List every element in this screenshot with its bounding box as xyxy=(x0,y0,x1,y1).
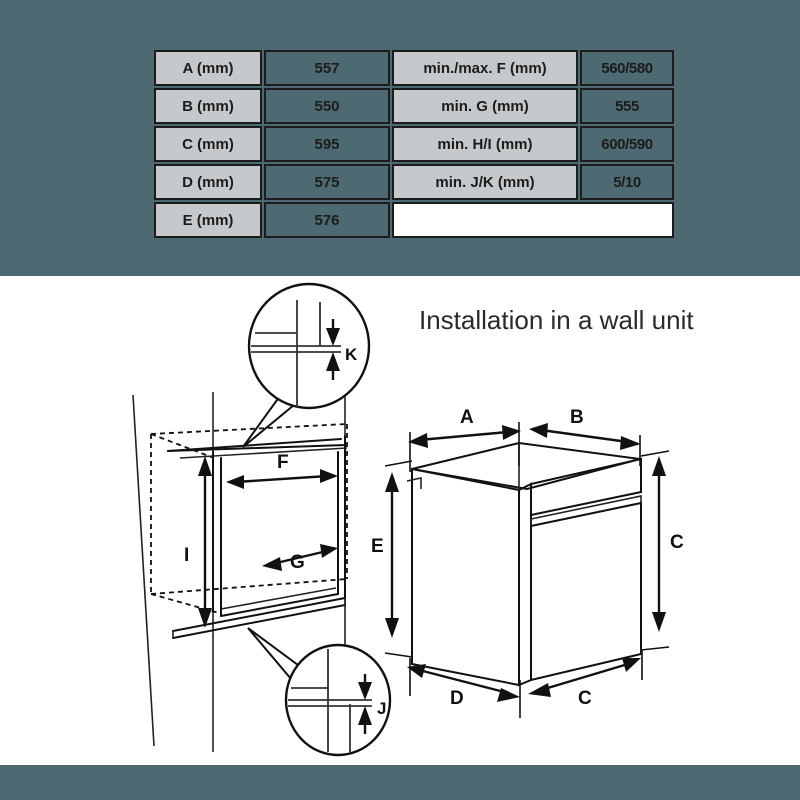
cell-label-c: C (mm) xyxy=(154,126,262,162)
oven-side-face xyxy=(411,467,520,687)
wall-line-left xyxy=(132,394,155,747)
cell-value-hi: 600/590 xyxy=(580,126,674,162)
specification-table: A (mm) 557 min./max. F (mm) 560/580 B (m… xyxy=(152,48,676,240)
cell-value-d: 575 xyxy=(264,164,390,200)
table-row: D (mm) 575 min. J/K (mm) 5/10 xyxy=(154,164,674,200)
dimension-e: E xyxy=(371,460,413,658)
cabinet-bottom-board xyxy=(172,597,346,639)
detail-callout-j: J xyxy=(247,627,392,757)
cell-label-f: min./max. F (mm) xyxy=(392,50,578,86)
cell-value-e: 576 xyxy=(264,202,390,238)
specification-table-container: A (mm) 557 min./max. F (mm) 560/580 B (m… xyxy=(152,48,674,240)
dimension-label-g: G xyxy=(290,552,305,573)
wall-unit-drawing: F G I xyxy=(132,392,348,754)
oven-door-edge xyxy=(518,482,532,687)
dimension-g: G xyxy=(262,544,338,573)
cell-value-a: 557 xyxy=(264,50,390,86)
dimension-a: A xyxy=(408,407,521,472)
detail-callout-k: K xyxy=(242,282,371,448)
detail-label-j: J xyxy=(377,699,386,718)
cabinet-opening-outline xyxy=(212,445,346,617)
dimension-label-d: D xyxy=(450,688,464,709)
dimension-label-c-width: C xyxy=(578,688,592,709)
dimension-c-width: C xyxy=(528,650,643,709)
cell-empty xyxy=(392,202,674,238)
callout-detail-lines-j xyxy=(288,649,372,752)
dimension-label-c-height: C xyxy=(670,532,684,553)
cell-value-jk: 5/10 xyxy=(580,164,674,200)
oven-control-panel xyxy=(530,457,642,517)
table-row: B (mm) 550 min. G (mm) 555 xyxy=(154,88,674,124)
cell-value-g: 555 xyxy=(580,88,674,124)
installation-diagram: Installation in a wall unit xyxy=(132,282,694,757)
cell-value-f: 560/580 xyxy=(580,50,674,86)
cell-value-c: 595 xyxy=(264,126,390,162)
dimension-label-f: F xyxy=(277,452,289,473)
cell-label-hi: min. H/I (mm) xyxy=(392,126,578,162)
dimension-label-e: E xyxy=(371,536,384,557)
cell-value-b: 550 xyxy=(264,88,390,124)
dimension-b: B xyxy=(529,407,641,466)
dimension-label-a: A xyxy=(460,407,474,428)
dimension-label-b: B xyxy=(570,407,584,428)
cabinet-niche-dashed xyxy=(150,423,348,614)
dimension-c-height: C xyxy=(640,450,684,651)
oven-top-notch xyxy=(406,477,422,489)
cell-label-b: B (mm) xyxy=(154,88,262,124)
table-row: A (mm) 557 min./max. F (mm) 560/580 xyxy=(154,50,674,86)
table-row: C (mm) 595 min. H/I (mm) 600/590 xyxy=(154,126,674,162)
callout-detail-lines-k xyxy=(251,300,341,408)
dimension-i: I xyxy=(184,456,212,628)
oven-door-panel xyxy=(530,501,642,682)
cell-label-jk: min. J/K (mm) xyxy=(392,164,578,200)
dimension-label-i: I xyxy=(184,545,189,566)
table-row: E (mm) 576 xyxy=(154,202,674,238)
dimension-arrow-j xyxy=(358,674,372,734)
page-title: Installation in a wall unit xyxy=(419,305,694,335)
dimension-f: F xyxy=(226,452,338,489)
cell-label-d: D (mm) xyxy=(154,164,262,200)
detail-label-k: K xyxy=(345,345,358,364)
cell-label-a: A (mm) xyxy=(154,50,262,86)
oven-drawing xyxy=(406,441,642,687)
dimension-d: D xyxy=(407,658,521,718)
cell-label-g: min. G (mm) xyxy=(392,88,578,124)
dimension-arrow-k xyxy=(326,319,340,380)
installation-diagram-panel: Installation in a wall unit xyxy=(0,276,800,765)
cell-label-e: E (mm) xyxy=(154,202,262,238)
cabinet-top-board xyxy=(167,435,348,459)
